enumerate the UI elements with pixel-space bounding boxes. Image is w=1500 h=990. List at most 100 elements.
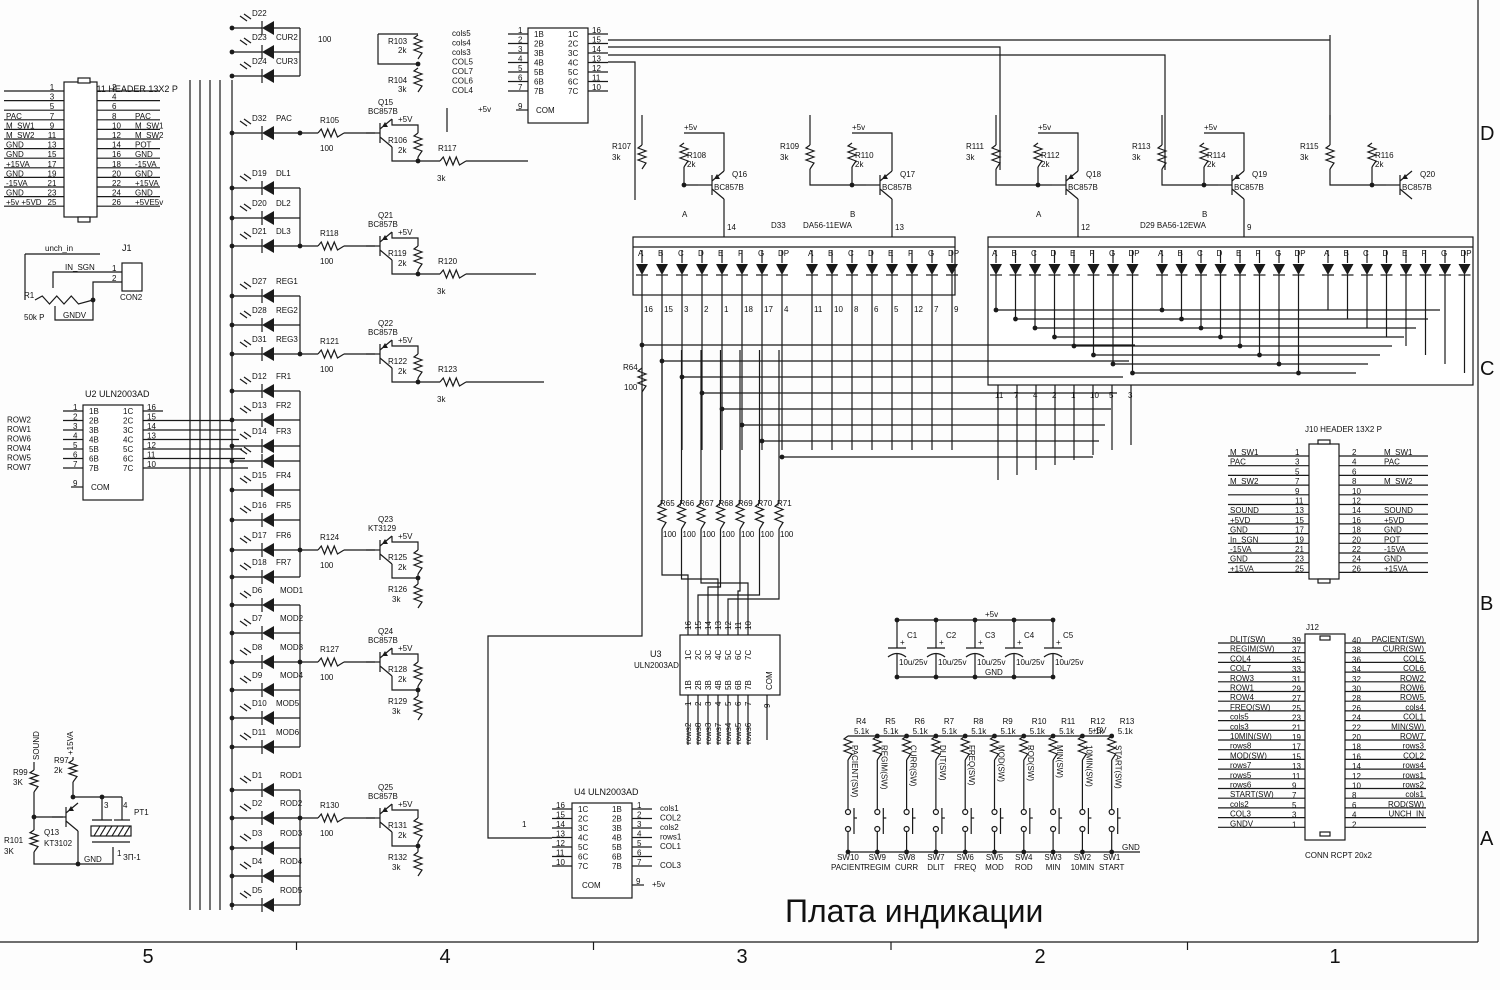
- j12-type: CONN RCPT 20x2: [1305, 851, 1373, 860]
- j10-pin: 26: [1352, 564, 1361, 573]
- switch-net-label: START(SW): [1114, 745, 1123, 789]
- diode-body-icon: [1439, 264, 1451, 275]
- junction-dot: [1091, 352, 1096, 358]
- display-pin: 2: [1052, 391, 1057, 400]
- column-net: [608, 46, 1001, 170]
- led-ref: D32: [252, 114, 267, 123]
- switch-ref: SW4: [1015, 853, 1033, 862]
- j12-pin: 16: [1352, 752, 1361, 761]
- ic-pin: 3: [73, 422, 78, 431]
- display-ref: D33: [771, 221, 786, 230]
- led-d12: [239, 376, 274, 398]
- switch-contact: [844, 825, 852, 833]
- ic-input-label: 1B: [89, 407, 99, 416]
- j12-net-right: MIN(SW): [1391, 722, 1424, 731]
- led-body-icon: [262, 439, 274, 453]
- j12-pin: 18: [1352, 743, 1361, 752]
- transistor-part: BC857B: [368, 636, 398, 645]
- u3-pin: 13: [714, 621, 723, 630]
- resistor-value: 100: [318, 35, 332, 44]
- ic-input-net: ROW4: [7, 444, 32, 453]
- resistor-ref: R124: [320, 533, 340, 542]
- j12-pin: 3: [1292, 811, 1297, 820]
- led-ref: D28: [252, 306, 267, 315]
- j12-net-right: rows4: [1403, 761, 1425, 770]
- diode-body-icon: [676, 264, 688, 275]
- resistor-r5: [871, 735, 884, 761]
- led-ref: D18: [252, 558, 267, 567]
- led-body-icon: [262, 543, 274, 557]
- switch-net-label: CURR(SW): [909, 745, 918, 787]
- ic-u2: 1B12B2ROW23B3ROW14B4ROW65B5ROW46B6ROW57B…: [7, 389, 248, 501]
- j12-pin: 8: [1352, 791, 1357, 800]
- j11-net-right: POT: [135, 141, 152, 150]
- ic-input-label: 7B: [89, 464, 99, 473]
- led-name: FR3: [276, 427, 292, 436]
- diode-body-icon: [1029, 264, 1041, 275]
- emitter-arrow-icon: [1068, 174, 1074, 179]
- j10-pin: 8: [1352, 477, 1357, 486]
- resistor-r6: [900, 735, 913, 761]
- junction-dot: [229, 443, 235, 449]
- led-d22: [239, 13, 274, 35]
- emitter-wire: [391, 804, 419, 818]
- j12-pin: 33: [1292, 665, 1301, 674]
- ic-input-net: cols4: [452, 39, 471, 48]
- resistor-ref: R128: [388, 665, 408, 674]
- ic-pin: 13: [592, 55, 601, 64]
- j10-net-left: GND: [1230, 526, 1248, 535]
- display-pin: 9: [1247, 223, 1252, 232]
- resistor-value: 100: [320, 829, 334, 838]
- junction-dot: [229, 873, 235, 879]
- zone-row-C: C: [1480, 358, 1494, 380]
- diode-body-icon: [806, 264, 818, 275]
- j11-pin: 13: [48, 141, 57, 150]
- resistor-value: 5.1k: [913, 727, 929, 736]
- segment-label: A: [638, 249, 644, 258]
- cap-value: 10u/25v: [977, 658, 1005, 667]
- ic-pin: 6: [518, 74, 523, 83]
- transistor-ref: Q19: [1252, 170, 1268, 179]
- resistor-value: 3K: [13, 778, 23, 787]
- j12-pin: 38: [1352, 646, 1361, 655]
- j12-net-left: ROW1: [1230, 684, 1255, 693]
- j11-pin: 20: [112, 169, 121, 178]
- cap-supply-label: +5v: [985, 610, 998, 619]
- diode-body-icon: [1292, 264, 1305, 275]
- transistor-q21: [366, 231, 393, 261]
- ic-input-net: COL7: [452, 67, 473, 76]
- diode-body-icon: [1273, 264, 1285, 275]
- junction-dot: [1050, 617, 1056, 623]
- u3-input-net: rows2: [684, 722, 693, 744]
- segment-label: C: [1363, 249, 1369, 258]
- junction-dot: [933, 849, 939, 855]
- u3-input-net: rows4: [724, 722, 733, 744]
- display-d29-body: [987, 236, 1474, 386]
- u3-input-label: 4B: [714, 680, 723, 690]
- led-ref: D5: [252, 886, 263, 895]
- j12-ref: J12: [1306, 623, 1319, 632]
- led-emission-icon: [239, 775, 252, 784]
- segment-label: E: [718, 249, 723, 258]
- led-ref: D4: [252, 857, 263, 866]
- j12-net-left: rows5: [1230, 771, 1252, 780]
- j10-net-right: GND: [1384, 555, 1402, 564]
- junction-dot: [1050, 849, 1056, 855]
- diode-body-icon: [990, 264, 1002, 275]
- switch-contact: [1049, 825, 1057, 833]
- led-name: CUR2: [276, 33, 298, 42]
- ic-input-net: cols2: [660, 823, 679, 832]
- switch-label: ROD: [1015, 863, 1033, 872]
- j11-net-right: GND: [135, 169, 153, 178]
- ic-input-label: 1B: [612, 805, 622, 814]
- j12-net-right: cols1: [1405, 790, 1424, 799]
- resistor-r116: [1366, 142, 1378, 168]
- j11-pin: 15: [48, 150, 57, 159]
- resistor-value: 100: [722, 530, 736, 539]
- wire: [487, 392, 643, 839]
- resistor-ref: R115: [1300, 142, 1319, 151]
- switch-contact: [1020, 825, 1027, 833]
- segment-label: G: [758, 249, 764, 258]
- j10-net-right: PAC: [1384, 458, 1400, 467]
